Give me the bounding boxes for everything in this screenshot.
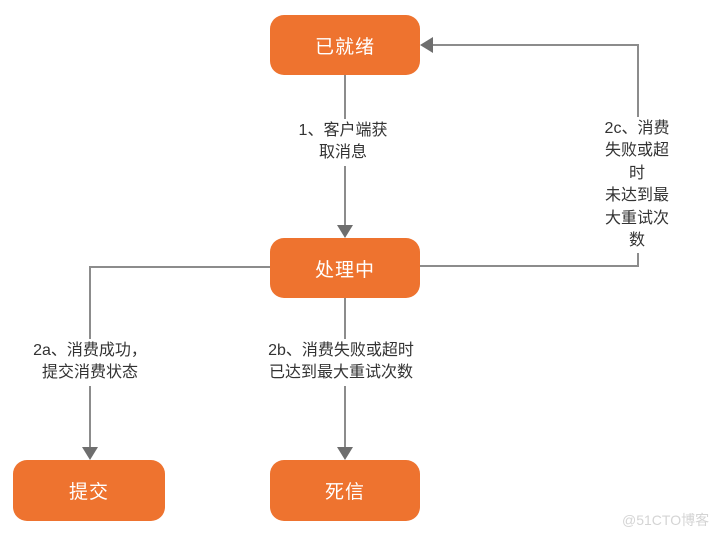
edge-consume-success-line-horizontal <box>89 266 271 268</box>
edge-max-retry-arrowhead <box>337 447 353 460</box>
edge-retry-line-top <box>433 44 639 46</box>
edge-label-max-retry: 2b、消费失败或超时 已达到最大重试次数 <box>265 339 417 386</box>
node-dead-letter: 死信 <box>270 460 420 521</box>
edge-fetch-message-arrowhead <box>337 225 353 238</box>
edge-retry-arrowhead <box>420 37 433 53</box>
edge-retry-line-bottom <box>420 265 639 267</box>
edge-label-fetch-message: 1、客户端获 取消息 <box>295 119 391 166</box>
node-commit: 提交 <box>13 460 165 521</box>
edge-label-consume-success: 2a、消费成功， 提交消费状态 <box>30 339 150 386</box>
edge-consume-success-arrowhead <box>82 447 98 460</box>
node-ready: 已就绪 <box>270 15 420 75</box>
edge-label-retry: 2c、消费失败或超时 未达到最大重试次数 <box>595 117 679 254</box>
node-processing: 处理中 <box>270 238 420 298</box>
watermark: @51CTO博客 <box>622 512 710 528</box>
